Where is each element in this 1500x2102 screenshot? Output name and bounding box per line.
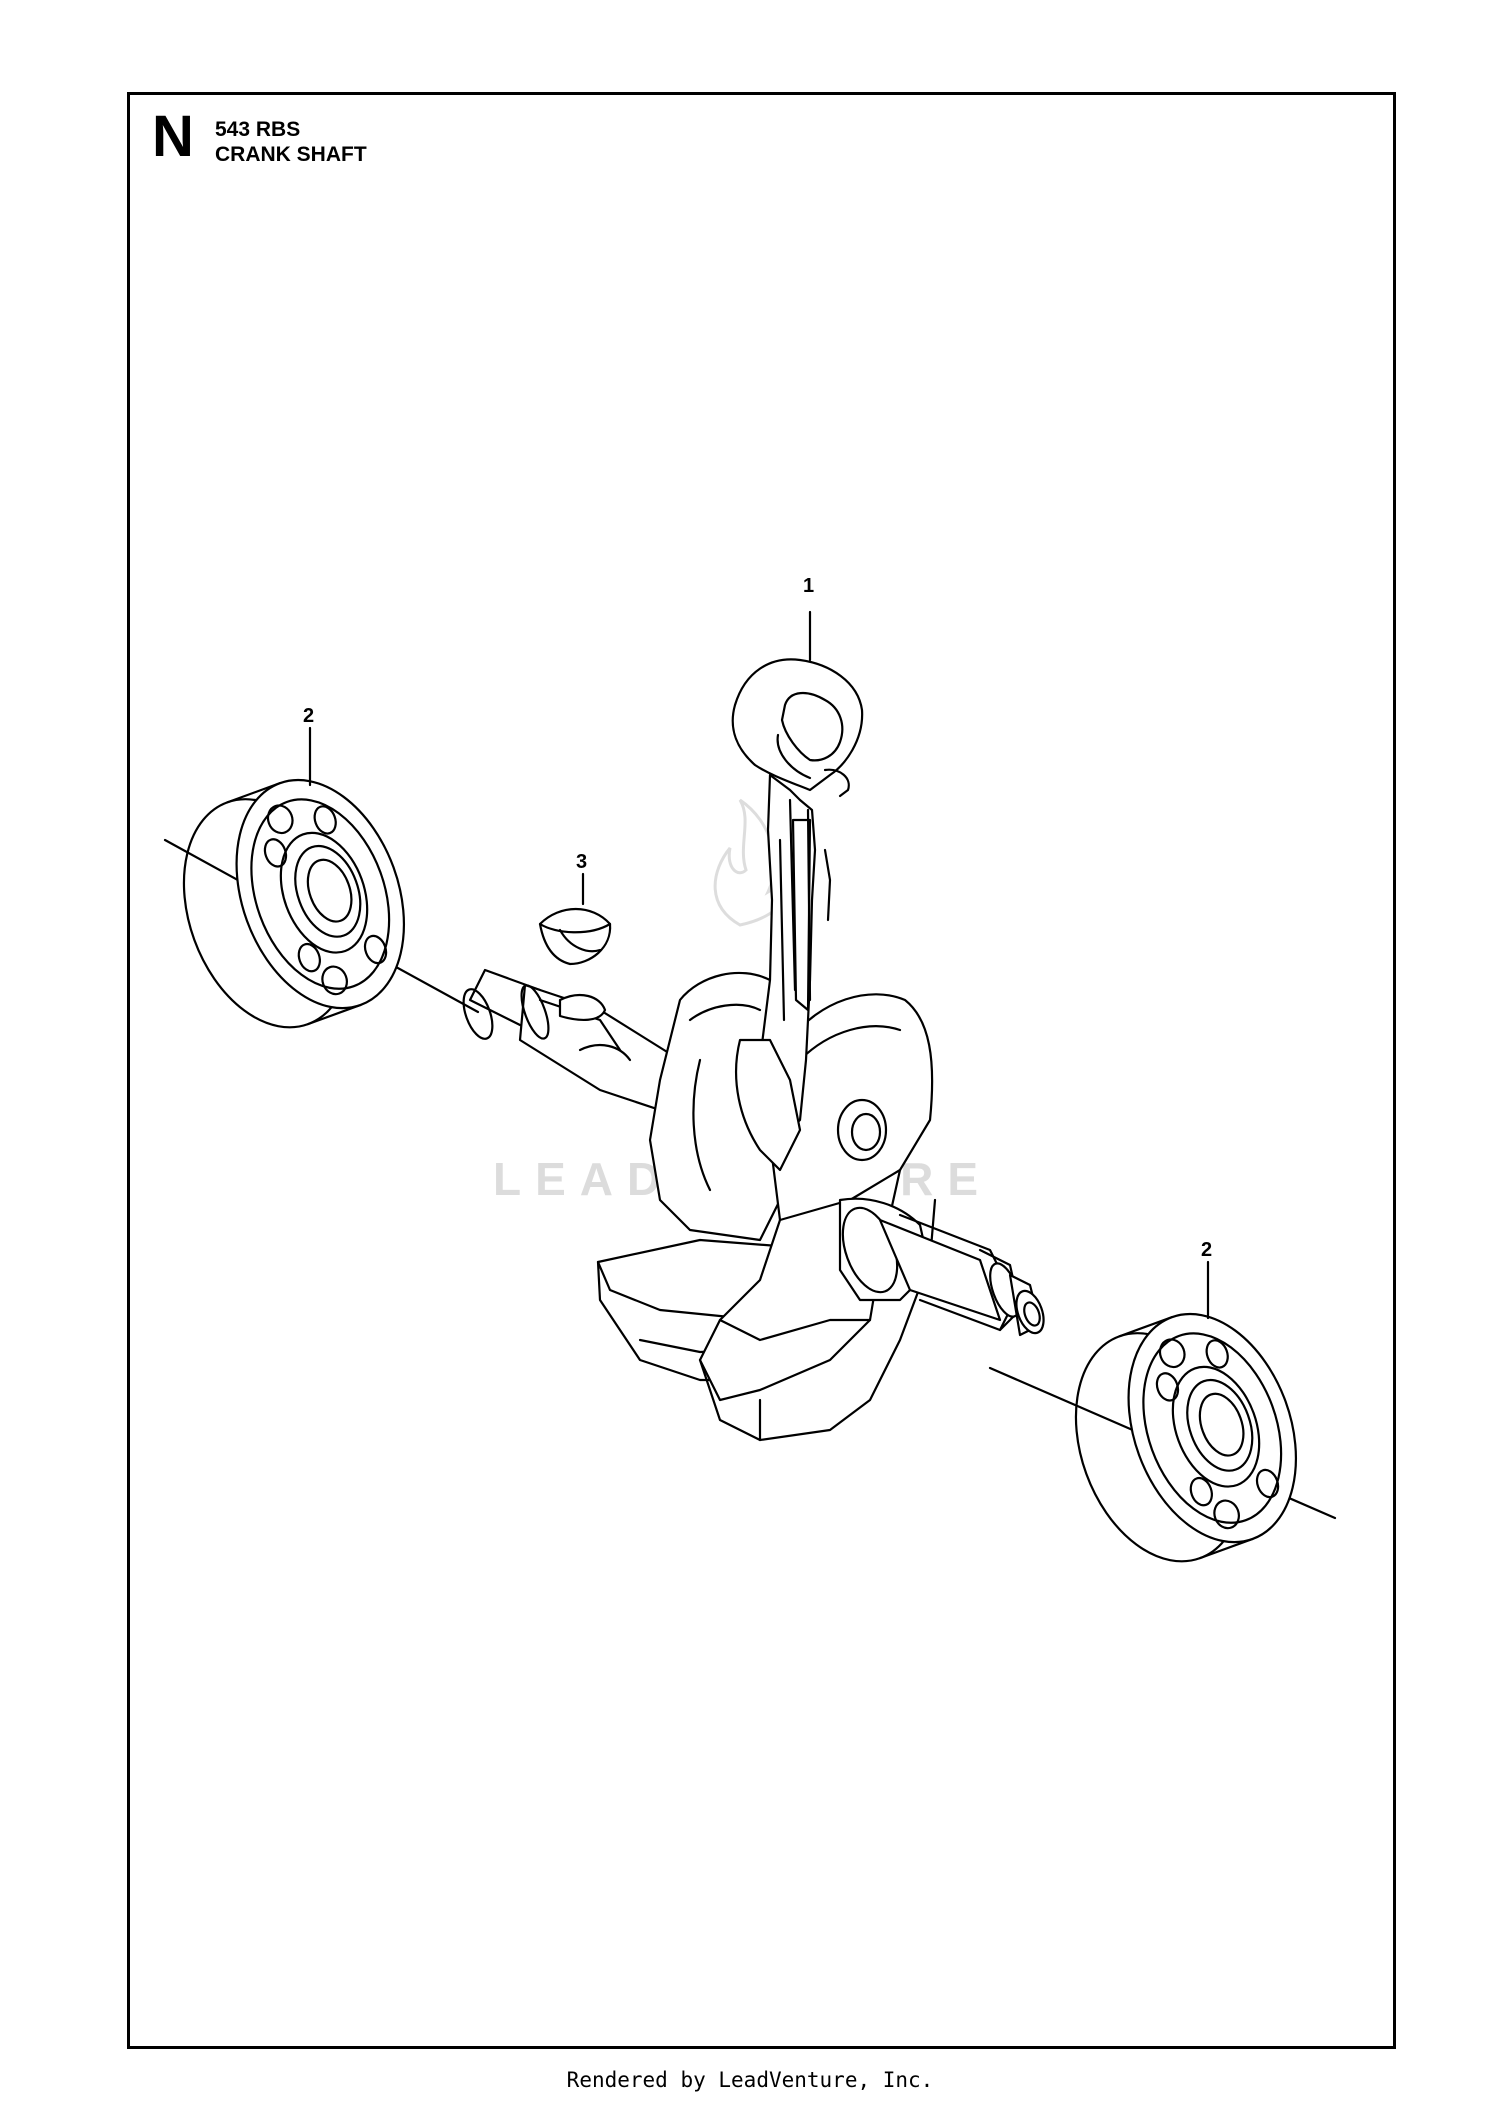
- callout-2-right: 2: [1201, 1239, 1212, 1261]
- bearing-right: [1074, 1312, 1298, 1563]
- diagram-title: CRANK SHAFT: [215, 143, 367, 166]
- page-frame: [127, 92, 1396, 2049]
- woodruff-key: [538, 907, 612, 966]
- connecting-rod: [731, 658, 864, 1172]
- model-name: 543 RBS: [215, 118, 301, 141]
- callout-2-left: 2: [303, 705, 314, 727]
- bearing-left: [182, 778, 406, 1029]
- callout-1: 1: [803, 575, 814, 597]
- section-letter: N: [152, 104, 194, 169]
- callout-3: 3: [576, 851, 587, 873]
- footer-credit: Rendered by LeadVenture, Inc.: [566, 2068, 934, 2092]
